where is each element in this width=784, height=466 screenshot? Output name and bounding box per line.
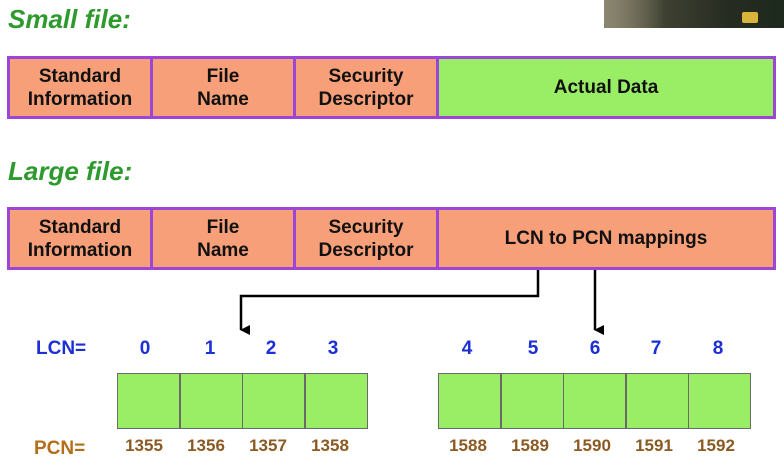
lcn-number: 5 xyxy=(527,338,539,359)
field-standard-information: Standard Information xyxy=(10,210,150,267)
field-security-descriptor: Security Descriptor xyxy=(296,59,436,116)
large-file-record: Standard Information File Name Security … xyxy=(7,207,776,270)
cluster-block xyxy=(689,374,750,428)
small-file-record: Standard Information File Name Security … xyxy=(7,56,776,119)
lcn-number: 4 xyxy=(461,338,473,359)
lcn-number: 7 xyxy=(650,338,662,359)
cluster-block xyxy=(180,374,242,428)
lcn-number: 2 xyxy=(265,338,277,359)
photo-shading xyxy=(604,0,664,28)
field-standard-information: Standard Information xyxy=(10,59,150,116)
field-file-name: File Name xyxy=(153,59,293,116)
cluster-block xyxy=(501,374,563,428)
lcn-number: 8 xyxy=(712,338,724,359)
field-actual-data: Actual Data xyxy=(439,59,773,116)
field-security-descriptor: Security Descriptor xyxy=(296,210,436,267)
field-lcn-to-pcn-mappings: LCN to PCN mappings xyxy=(439,210,773,267)
pcn-number: 1590 xyxy=(573,436,611,455)
lcn-number: 3 xyxy=(327,338,339,359)
cluster-run-2 xyxy=(438,373,751,429)
pcn-number: 1588 xyxy=(449,436,487,455)
cluster-block xyxy=(118,374,179,428)
small-file-heading: Small file: xyxy=(8,4,131,34)
pcn-number: 1356 xyxy=(187,436,225,455)
pcn-number: 1358 xyxy=(311,436,349,455)
pcn-number: 1591 xyxy=(635,436,673,455)
cluster-block xyxy=(305,374,367,428)
large-file-heading: Large file: xyxy=(8,156,133,186)
cluster-block xyxy=(626,374,688,428)
pcn-number: 1355 xyxy=(125,436,163,455)
cluster-run-1 xyxy=(117,373,368,429)
lcn-number: 0 xyxy=(139,338,151,359)
lcn-number: 6 xyxy=(589,338,601,359)
cluster-block xyxy=(243,374,304,428)
cluster-block xyxy=(439,374,500,428)
field-file-name: File Name xyxy=(153,210,293,267)
photo-badge xyxy=(742,12,758,23)
lcn-number: 1 xyxy=(204,338,216,359)
pcn-label: PCN= xyxy=(34,438,86,459)
presenter-photo xyxy=(604,0,784,28)
pcn-number: 1592 xyxy=(697,436,735,455)
arrow-to-lcn-1 xyxy=(239,270,540,335)
pcn-number: 1357 xyxy=(249,436,287,455)
lcn-label: LCN= xyxy=(36,338,87,359)
pcn-number: 1589 xyxy=(511,436,549,455)
cluster-block xyxy=(564,374,625,428)
